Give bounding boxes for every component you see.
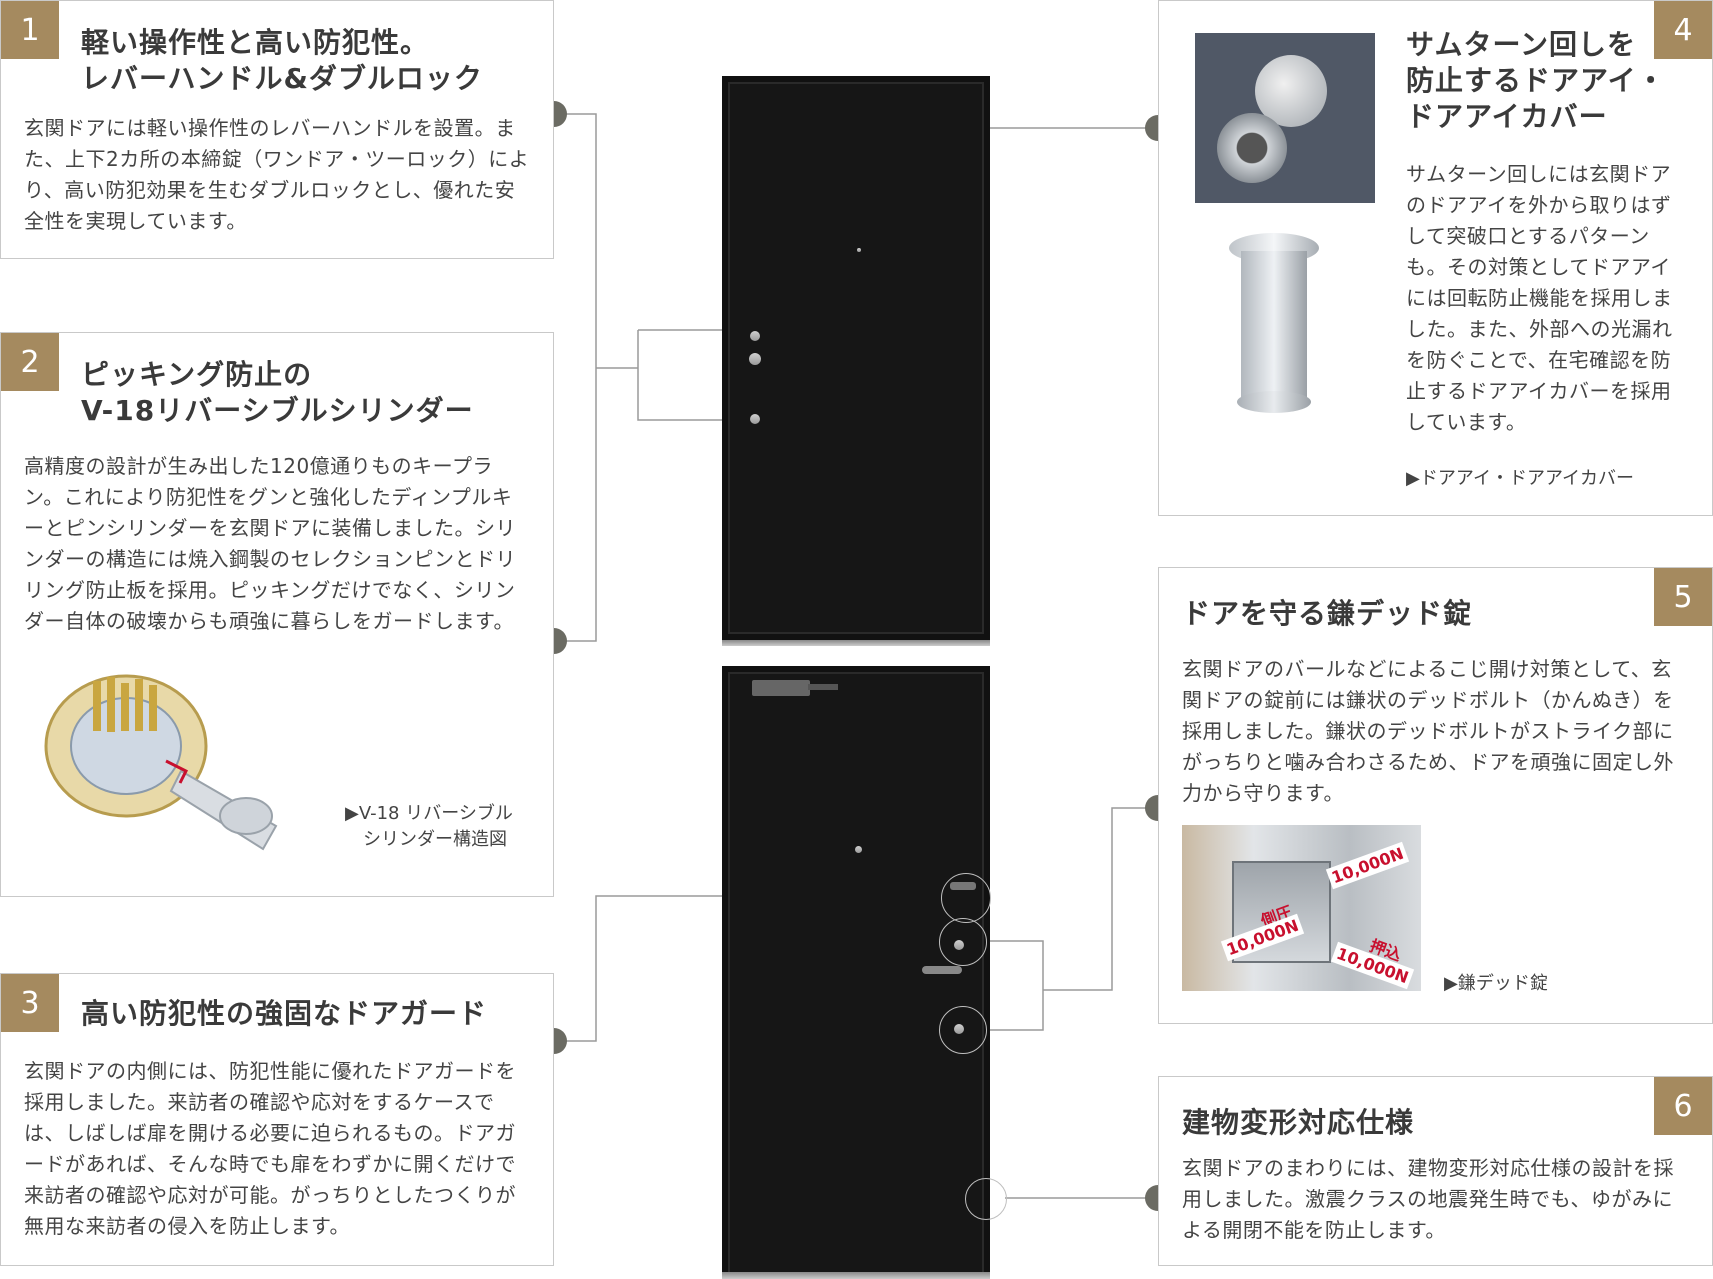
- highlight-ring-thumbturn-upper: [939, 918, 987, 966]
- feature-description: 高精度の設計が生み出した120億通りものキープラン。これにより防犯性をグンと強化…: [24, 454, 516, 633]
- cylinder-upper-exterior: [750, 331, 760, 341]
- door-interior: [722, 666, 990, 1279]
- feature-number-badge: 3: [1, 974, 59, 1032]
- feature-description: 玄関ドアの内側には、防犯性能に優れたドアガードを採用しました。来訪者の確認や応対…: [24, 1059, 516, 1238]
- feature-card-6: 6 建物変形対応仕様 玄関ドアのまわりには、建物変形対応仕様の設計を採用しました…: [1158, 1076, 1713, 1266]
- feature-description: 玄関ドアのまわりには、建物変形対応仕様の設計を採用しました。激震クラスの地震発生…: [1182, 1156, 1674, 1242]
- connector-1-2: [554, 113, 597, 642]
- feature-title: ドアを守る鎌デッド錠: [1182, 597, 1473, 630]
- photo-caption: ▶鎌デッド錠: [1444, 973, 1548, 994]
- door-exterior: [722, 76, 990, 646]
- connector-5: [1043, 807, 1158, 991]
- feature-card-3: 3 高い防犯性の強固なドアガード 玄関ドアの内側には、防犯性能に優れたドアガード…: [0, 973, 554, 1266]
- feature-number-badge: 6: [1654, 1077, 1712, 1135]
- feature-card-5: 5 ドアを守る鎌デッド錠 玄関ドアのバールなどによるこじ開け対策として、玄関ドア…: [1158, 567, 1713, 1024]
- feature-number-badge: 5: [1654, 568, 1712, 626]
- feature-title: 建物変形対応仕様: [1182, 1106, 1415, 1139]
- lever-handle: [922, 966, 962, 974]
- feature-number-badge: 1: [1, 1, 59, 59]
- feature-description: サムターン回しには玄関ドアのドアアイを外から取りはずして突破口とするパターンも。…: [1406, 162, 1673, 434]
- door-eye-cover-photo: [1195, 33, 1375, 203]
- cylinder-lower-exterior: [750, 414, 760, 424]
- door-closer: [752, 680, 810, 696]
- feature-description: 玄関ドアには軽い操作性のレバーハンドルを設置。また、上下2カ所の本締錠（ワンドア…: [24, 116, 530, 233]
- feature-title: 高い防犯性の強固なドアガード: [81, 997, 488, 1030]
- door-closer-arm: [808, 684, 838, 690]
- feature-title: 軽い操作性と高い防犯性。 レバーハンドル&ダブルロック: [81, 26, 483, 95]
- deadbolt-photo: 10,000N 側圧 10,000N 押込 10,000N: [1182, 825, 1421, 991]
- force-label: 10,000N: [1325, 841, 1410, 890]
- photo-caption: ▶ドアアイ・ドアアイカバー: [1406, 468, 1635, 489]
- highlight-ring-thumbturn-lower: [939, 1006, 987, 1054]
- feature-number-badge: 2: [1, 333, 59, 391]
- feature-number-badge: 4: [1654, 1, 1712, 59]
- door-viewer-photo: [1229, 233, 1319, 423]
- peephole-exterior: [857, 248, 861, 252]
- illustration-caption: ▶V-18 リバーシブル シリンダー構造図: [345, 803, 513, 850]
- handle-exterior: [749, 353, 761, 365]
- feature-card-1: 1 軽い操作性と高い防犯性。 レバーハンドル&ダブルロック 玄関ドアには軽い操作…: [0, 0, 554, 259]
- peephole-interior: [855, 846, 862, 853]
- feature-description: 玄関ドアのバールなどによるこじ開け対策として、玄関ドアの錠前には鎌状のデッドボル…: [1182, 657, 1674, 805]
- feature-title: ピッキング防止の V-18リバーシブルシリンダー: [81, 358, 474, 427]
- feature-card-2: 2 ピッキング防止の V-18リバーシブルシリンダー 高精度の設計が生み出した1…: [0, 332, 554, 897]
- feature-title: サムターン回しを 防止するドアアイ・ ドアアイカバー: [1406, 28, 1666, 133]
- highlight-ring-frame: [965, 1178, 1007, 1220]
- cylinder-structure-illustration: [44, 674, 278, 851]
- highlight-ring-door-guard: [941, 873, 991, 923]
- feature-card-4: 4 サムターン回しを 防止するドアアイ・ ドアアイカバー サムターン回しには玄関…: [1158, 0, 1713, 516]
